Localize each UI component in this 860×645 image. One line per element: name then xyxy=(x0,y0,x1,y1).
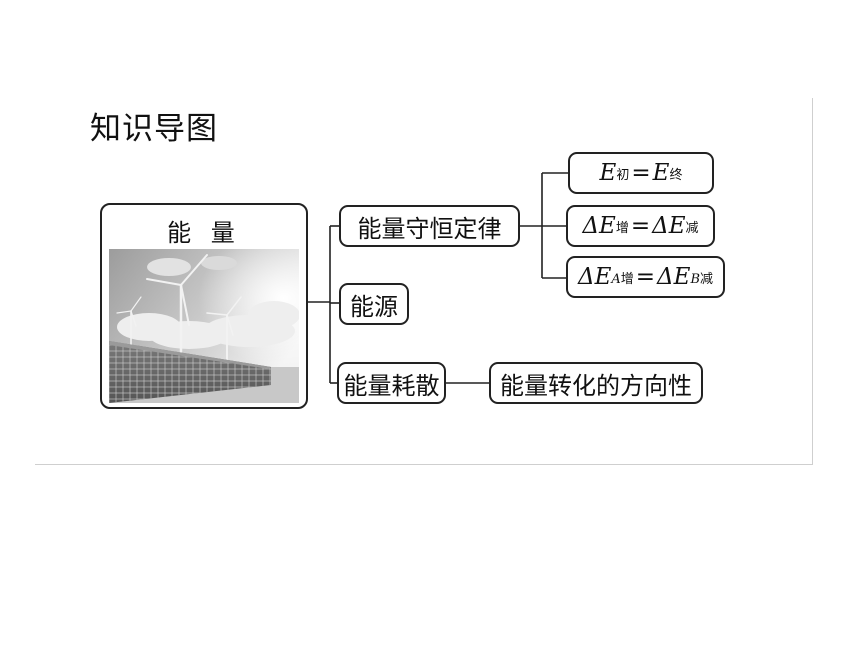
branch-energy-conservation: 能量守恒定律 xyxy=(339,205,520,247)
branch-energy-source-label: 能源 xyxy=(350,292,398,321)
frame-right-border xyxy=(812,98,813,464)
branch-energy-dissipation-label: 能量耗散 xyxy=(343,371,440,400)
formula2-lhs-var: ΔE xyxy=(582,213,616,239)
root-node-label: 能 量 xyxy=(167,219,241,247)
page-title: 知识导图 xyxy=(90,111,218,147)
wind-turbines-solar-panels-photo xyxy=(109,249,299,403)
formula1-rhs-var: E xyxy=(652,160,670,186)
formula1-lhs-var: E xyxy=(599,160,617,186)
formula3-lhs-var: ΔE xyxy=(577,264,612,290)
formula2-rhs-var: ΔE xyxy=(652,213,686,239)
branch-energy-source: 能源 xyxy=(339,283,409,325)
formula3-rhs-sub-var: B xyxy=(690,271,701,287)
frame-bottom-border xyxy=(35,464,813,465)
formula3-rhs-var: ΔE xyxy=(657,264,691,290)
root-node-energy: 能 量 xyxy=(100,203,308,409)
formula3-lhs-sub-text: 增 xyxy=(620,271,634,287)
formula1-rhs-sub: 终 xyxy=(669,167,683,183)
branch-energy-dissipation: 能量耗散 xyxy=(337,362,446,404)
formula3-rhs-sub: B减 xyxy=(690,268,713,287)
formula2-lhs-sub: 增 xyxy=(615,220,629,236)
formula3-lhs-sub: A增 xyxy=(611,268,633,287)
leaf-conversion-direction: 能量转化的方向性 xyxy=(489,362,703,404)
formula3-lhs-sub-var: A xyxy=(611,271,621,287)
leaf-conversion-direction-label: 能量转化的方向性 xyxy=(500,371,692,400)
branch-energy-conservation-label: 能量守恒定律 xyxy=(357,214,502,243)
formula2-rhs-sub: 减 xyxy=(685,220,699,236)
formula3-rhs-sub-text: 减 xyxy=(700,271,714,287)
formula1-lhs-sub: 初 xyxy=(616,167,630,183)
